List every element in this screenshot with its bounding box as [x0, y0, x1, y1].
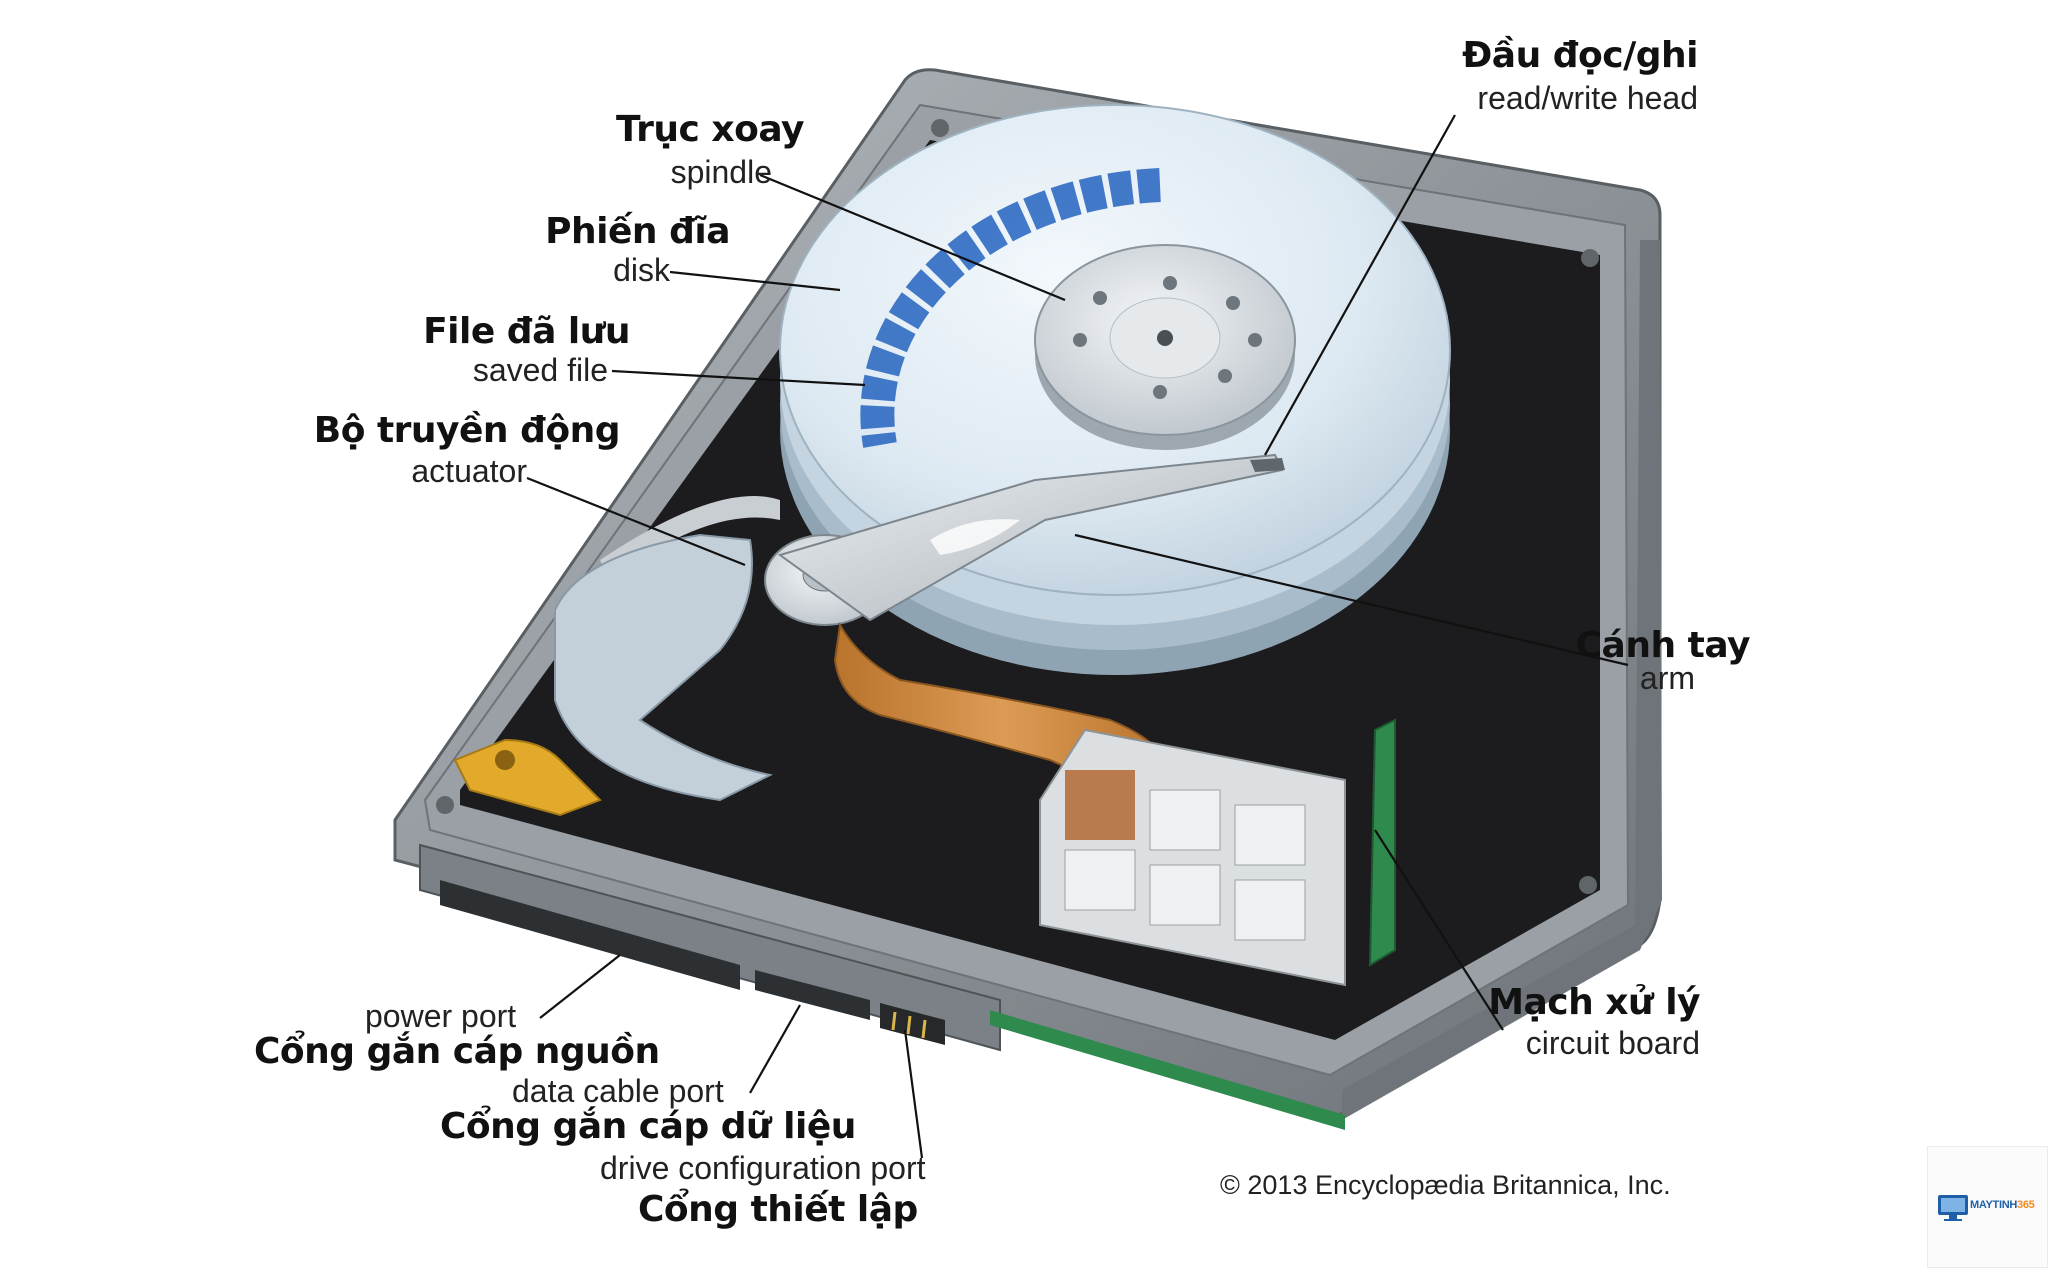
- label-spindle-vi: Trục xoay: [616, 109, 804, 150]
- label-data-cable-port-en: data cable port: [512, 1073, 724, 1109]
- copyright-text: © 2013 Encyclopædia Britannica, Inc.: [1220, 1170, 1671, 1200]
- label-disk-en: disk: [613, 252, 670, 288]
- label-actuator-vi: Bộ truyền động: [313, 410, 621, 451]
- watermark-brand: MAYTINH365: [1970, 1199, 2035, 1211]
- label-data-cable-port-vi: Cổng gắn cáp dữ liệu: [440, 1106, 856, 1147]
- connector-strip: [419, 843, 1345, 1130]
- label-config-port-vi: Cổng thiết lập: [638, 1189, 918, 1230]
- leader-lines: [526, 114, 1629, 1159]
- label-power-port-vi: Cổng gắn cáp nguồn: [254, 1031, 660, 1072]
- watermark-brand-num: 365: [2017, 1199, 2035, 1211]
- label-circuit-board-vi: Mạch xử lý: [1488, 982, 1700, 1023]
- label-power-port-en: power port: [365, 998, 517, 1034]
- label-arm-en: arm: [1639, 660, 1695, 696]
- saved-file-track: [860, 168, 1161, 448]
- label-saved-file-vi: File đã lưu: [423, 311, 630, 352]
- label-arm-vi: Cánh tay: [1575, 625, 1751, 666]
- label-spindle-en: spindle: [670, 154, 772, 190]
- label-config-port-en: drive configuration port: [600, 1150, 926, 1186]
- label-read-write-head-en: read/write head: [1477, 80, 1698, 116]
- watermark-logo: MAYTINH365: [1927, 1146, 2048, 1268]
- label-actuator-en: actuator: [411, 453, 527, 489]
- monitor-icon: [1938, 1195, 1968, 1221]
- label-circuit-board-en: circuit board: [1525, 1025, 1700, 1061]
- spindle-hub: [1034, 244, 1296, 450]
- power-connector: [1039, 728, 1346, 987]
- actuator-arm: [777, 453, 1285, 622]
- label-saved-file-en: saved file: [472, 352, 608, 388]
- label-read-write-head-vi: Đầu đọc/ghi: [1462, 35, 1698, 76]
- watermark-brand-name: MAYTINH: [1970, 1199, 2017, 1211]
- label-disk-vi: Phiến đĩa: [545, 211, 730, 252]
